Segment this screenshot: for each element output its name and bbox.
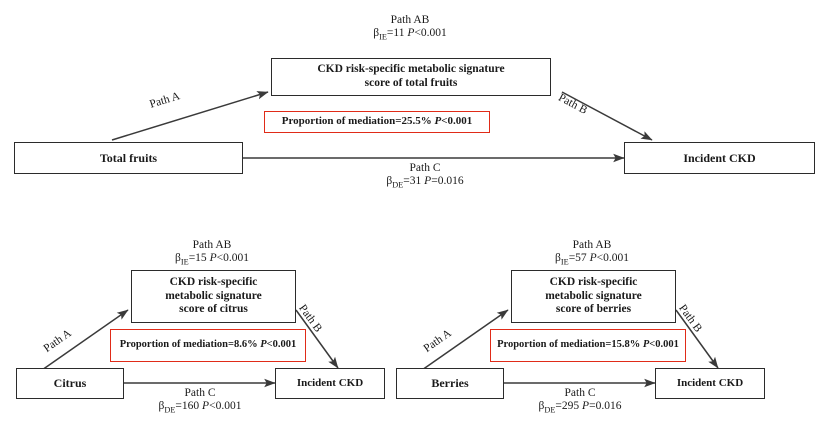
beta-symbol: β <box>175 252 181 264</box>
path-c-stats-berries: βDE=295 P=0.016 <box>500 400 660 414</box>
path-ab-label-berries: Path AB βIE=57 P<0.001 <box>512 239 672 266</box>
beta-subscript: IE <box>379 32 387 42</box>
exposure-box-total-fruits: Total fruits <box>14 142 243 174</box>
path-ab-stats-total-fruits: βIE=11 P<0.001 <box>325 27 495 41</box>
mediator-box-total-fruits: CKD risk-specific metabolic signature sc… <box>271 58 551 96</box>
beta-subscript: DE <box>392 180 404 190</box>
beta-symbol: β <box>538 400 545 412</box>
mediator-line-1: CKD risk-specific metabolic signature <box>317 63 505 76</box>
mediation-box-citrus: Proportion of mediation=8.6% P<0.001 <box>110 329 306 362</box>
mediator-line-3: score of berries <box>555 303 632 316</box>
p-symbol: P <box>209 252 217 264</box>
mediation-box-berries: Proportion of mediation=15.8% P<0.001 <box>490 329 686 362</box>
p-value: =0.016 <box>589 400 622 412</box>
beta-value: =15 <box>188 252 207 264</box>
mediation-p-value: <0.001 <box>649 339 679 351</box>
mediation-p-line: P<0.001 <box>260 339 296 350</box>
mediator-line-2: metabolic signature <box>545 289 642 302</box>
path-c-title-citrus: Path C <box>184 387 216 399</box>
mediator-line-1: CKD risk-specific <box>549 276 638 289</box>
path-c-label-berries: Path C βDE=295 P=0.016 <box>500 387 660 414</box>
p-value: =0.016 <box>431 175 464 187</box>
path-ab-title-berries: Path AB <box>572 239 612 251</box>
mediation-p-line: P<0.001 <box>643 339 679 350</box>
path-ab-title-citrus: Path AB <box>192 239 232 251</box>
p-symbol: P <box>407 27 415 39</box>
path-ab-title-total-fruits: Path AB <box>390 14 430 26</box>
outcome-box-total-fruits: Incident CKD <box>624 142 815 174</box>
p-value: <0.001 <box>209 400 242 412</box>
arrow-path-a-berries <box>421 309 509 371</box>
mediation-text-line: Proportion of mediation=25.5% P<0.001 <box>282 115 473 127</box>
beta-value: =31 <box>403 175 422 187</box>
p-value: <0.001 <box>216 252 249 264</box>
p-value: <0.001 <box>596 252 629 264</box>
p-symbol: P <box>589 252 597 264</box>
outcome-label: Incident CKD <box>296 377 364 390</box>
mediation-p-symbol: P <box>434 115 442 128</box>
mediator-line-2: metabolic signature <box>165 289 262 302</box>
beta-subscript: IE <box>180 257 189 267</box>
mediation-p-symbol: P <box>642 339 650 351</box>
beta-value: =11 <box>386 27 405 39</box>
mediation-proportion: Proportion of mediation=8.6% <box>119 339 258 351</box>
p-symbol: P <box>202 400 210 412</box>
exposure-box-citrus: Citrus <box>16 368 124 399</box>
p-symbol: P <box>582 400 590 412</box>
mediator-line-2: score of total fruits <box>364 77 458 89</box>
path-c-stats-total-fruits: βDE=31 P=0.016 <box>340 175 510 189</box>
arrow-path-a-citrus <box>41 309 129 371</box>
path-ab-label-total-fruits: Path AB βIE=11 P<0.001 <box>325 14 495 41</box>
beta-symbol: β <box>158 400 165 412</box>
path-c-title-berries: Path C <box>564 387 596 399</box>
mediator-line-1: CKD risk-specific <box>169 276 258 289</box>
path-c-label-citrus: Path C βDE=160 P<0.001 <box>120 387 280 414</box>
mediation-proportion: Proportion of mediation=15.8% <box>497 339 641 351</box>
beta-value: =295 <box>555 400 580 412</box>
beta-subscript: DE <box>544 405 556 415</box>
mediator-box-berries: CKD risk-specific metabolic signature sc… <box>511 270 676 323</box>
arrow-path-a-total-fruits <box>111 91 269 141</box>
mediator-line-3: score of citrus <box>179 303 248 316</box>
outcome-box-citrus: Incident CKD <box>275 368 385 399</box>
path-ab-label-citrus: Path AB βIE=15 P<0.001 <box>132 239 292 266</box>
exposure-label: Total fruits <box>99 150 158 165</box>
beta-value: =160 <box>175 400 200 412</box>
mediation-proportion: Proportion of mediation=25.5% <box>281 115 435 128</box>
arrow-path-b-citrus <box>295 309 339 369</box>
beta-subscript: IE <box>560 257 569 267</box>
beta-symbol: β <box>555 252 561 264</box>
beta-symbol: β <box>386 175 393 187</box>
path-c-stats-citrus: βDE=160 P<0.001 <box>120 400 280 414</box>
path-c-label-total-fruits: Path C βDE=31 P=0.016 <box>340 162 510 189</box>
mediation-p-symbol: P <box>260 339 267 351</box>
beta-value: =57 <box>568 252 587 264</box>
exposure-box-berries: Berries <box>396 368 504 399</box>
exposure-label: Berries <box>431 376 469 391</box>
arrow-path-b-berries <box>675 309 719 369</box>
mediation-p-value: <0.001 <box>441 115 473 128</box>
p-value: <0.001 <box>414 27 447 39</box>
mediation-p-value: <0.001 <box>266 339 297 351</box>
path-c-title-total-fruits: Path C <box>409 162 441 174</box>
outcome-label: Incident CKD <box>683 150 756 165</box>
outcome-label: Incident CKD <box>676 377 744 390</box>
mediator-box-citrus: CKD risk-specific metabolic signature sc… <box>131 270 296 323</box>
exposure-label: Citrus <box>53 376 87 391</box>
beta-subscript: DE <box>164 405 176 415</box>
outcome-box-berries: Incident CKD <box>655 368 765 399</box>
p-symbol: P <box>424 175 432 187</box>
arrow-path-b-total-fruits <box>561 91 653 141</box>
path-ab-stats-citrus: βIE=15 P<0.001 <box>132 252 292 266</box>
path-ab-stats-berries: βIE=57 P<0.001 <box>512 252 672 266</box>
beta-symbol: β <box>373 27 380 39</box>
mediation-box-total-fruits: Proportion of mediation=25.5% P<0.001 <box>264 111 490 133</box>
